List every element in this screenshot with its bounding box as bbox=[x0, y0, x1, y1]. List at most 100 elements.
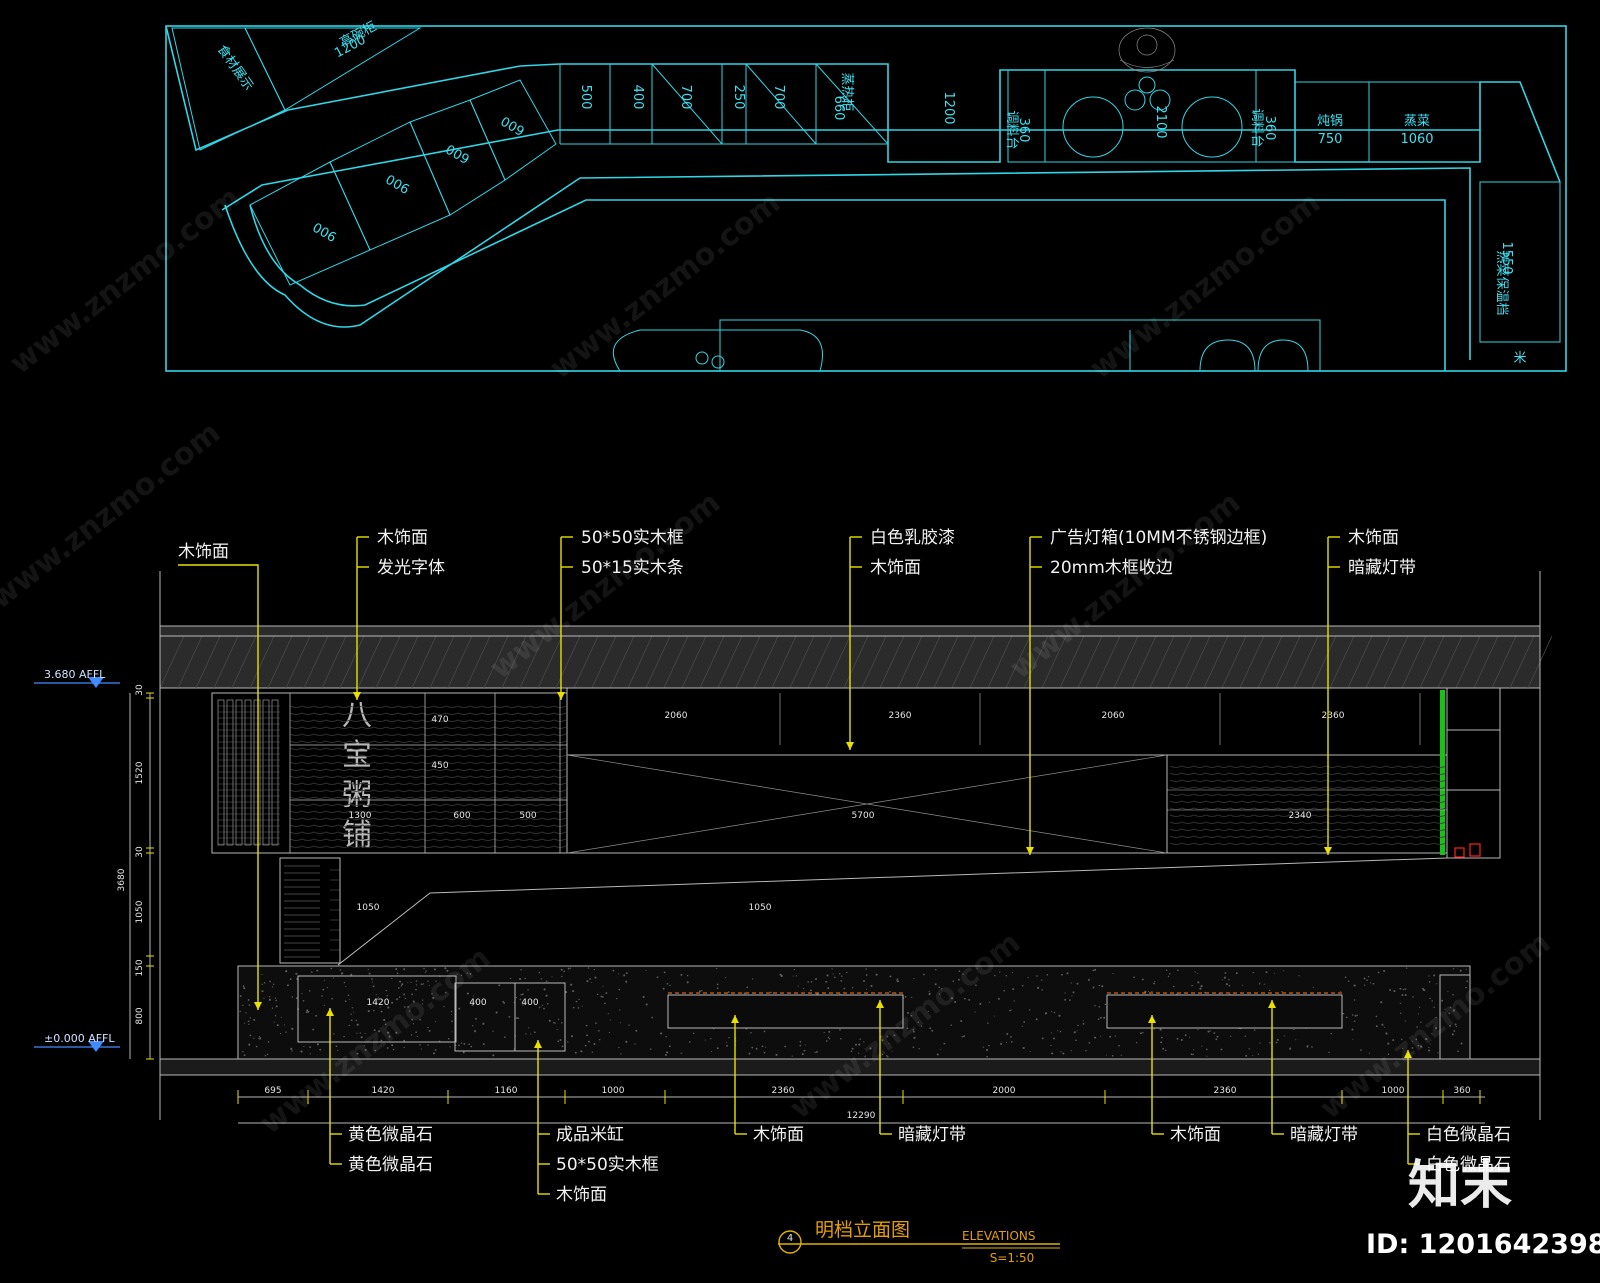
callout-c2-line-1: 50*15实木条 bbox=[581, 558, 684, 578]
plan-label-l1060n: 1060 bbox=[1400, 132, 1433, 147]
counter-curve bbox=[224, 167, 1471, 360]
sign-char-1: 八 bbox=[342, 698, 372, 733]
callout-b7-line-1: 白色微晶石 bbox=[1426, 1155, 1511, 1175]
sign-char-3: 粥 bbox=[342, 778, 372, 813]
plan-label-l660: 蒸热柜 bbox=[839, 72, 854, 111]
callouts: 木饰面发光字体50*50实木框50*15实木条白色乳胶漆木饰面广告灯箱(10MM… bbox=[178, 528, 1511, 1205]
counter-end-cap bbox=[1439, 974, 1471, 1060]
inner-dim-6: 2360 bbox=[1322, 711, 1345, 721]
callout-c5-line-0: 木饰面 bbox=[1348, 528, 1399, 548]
left-dim-3: 1050 bbox=[135, 900, 145, 923]
diag-3 bbox=[815, 63, 889, 145]
burner-left bbox=[1062, 96, 1124, 158]
diag-2 bbox=[745, 63, 817, 145]
burner-right bbox=[1181, 96, 1243, 158]
bottom-dim-0: 695 bbox=[264, 1086, 281, 1096]
callout-b6-line-0: 暗藏灯带 bbox=[1290, 1125, 1358, 1145]
title-number: 4 bbox=[787, 1233, 793, 1244]
plan-label-l1550n: 1550 bbox=[1499, 241, 1514, 274]
inner-dim-14: 450 bbox=[431, 761, 448, 771]
sink-dot-1 bbox=[695, 351, 709, 365]
counter-bottom-rect bbox=[719, 319, 1321, 372]
bottom-dim-3: 1000 bbox=[602, 1086, 625, 1096]
callout-left: 木饰面 bbox=[178, 542, 262, 1010]
burner-small-1 bbox=[1124, 89, 1146, 111]
cabinet-steam bbox=[1368, 81, 1481, 163]
plan-label-l750n: 750 bbox=[1318, 132, 1343, 147]
plan-label-l700a: 700 bbox=[678, 85, 693, 110]
plan-label-l500: 500 bbox=[578, 85, 593, 110]
plan-label-l360an: 360 bbox=[1016, 118, 1031, 143]
plan-label-l360b: 调料台 bbox=[1249, 108, 1264, 147]
left-dim-0: 30 bbox=[135, 684, 145, 696]
callout-c3-line-0: 白色乳胶漆 bbox=[870, 528, 955, 548]
lightbox-cross-2 bbox=[566, 754, 1168, 854]
column-slats bbox=[284, 865, 340, 958]
sink-bowl-1 bbox=[1199, 339, 1256, 372]
bottom-dim-7: 1000 bbox=[1382, 1086, 1405, 1096]
callout-b7-line-0: 白色微晶石 bbox=[1426, 1125, 1511, 1145]
inner-dim-5: 2060 bbox=[1102, 711, 1125, 721]
inner-dim-4: 2360 bbox=[889, 711, 912, 721]
counter-inner-curve bbox=[249, 199, 1446, 371]
hood-line bbox=[337, 857, 1448, 966]
level-bottom-label: ±0.000 AFFL bbox=[44, 1032, 115, 1045]
title-block: 4 明档立面图 ELEVATIONS S=1:50 bbox=[778, 1219, 1060, 1265]
slat-column bbox=[279, 857, 341, 964]
inner-dim-12: 1050 bbox=[357, 903, 380, 913]
callout-c4: 广告灯箱(10MM不锈钢边框)20mm木框收边 bbox=[1026, 528, 1267, 855]
inner-dim-2: 500 bbox=[519, 811, 536, 821]
callout-b1-line-1: 黄色微晶石 bbox=[348, 1155, 433, 1175]
red-marker-2 bbox=[1469, 843, 1481, 857]
sink-bowl-2 bbox=[1257, 339, 1309, 372]
plan-label-l660n: 660 bbox=[831, 96, 846, 121]
cabinet-tall bbox=[244, 27, 422, 111]
vertical-slats bbox=[217, 699, 280, 846]
callout-b4: 暗藏灯带 bbox=[876, 1000, 966, 1145]
green-strip bbox=[1440, 690, 1445, 855]
callout-b3-line-0: 木饰面 bbox=[753, 1125, 804, 1145]
callout-c3-line-1: 木饰面 bbox=[870, 558, 921, 578]
ceiling-hatch bbox=[159, 635, 1553, 689]
rice-bin-2 bbox=[514, 982, 566, 1052]
bottom-dim-4: 2360 bbox=[772, 1086, 795, 1096]
callout-c1-line-0: 木饰面 bbox=[377, 528, 428, 548]
inner-dim-7: 5700 bbox=[852, 811, 875, 821]
callout-b5-line-0: 木饰面 bbox=[1170, 1125, 1221, 1145]
sink-dot-2 bbox=[711, 355, 725, 369]
chef-figure bbox=[1118, 27, 1176, 73]
level-markers: 3.680 AFFL ±0.000 AFFL bbox=[34, 668, 120, 1052]
callout-b5: 木饰面 bbox=[1148, 1015, 1221, 1145]
logo-watermark: 知末 bbox=[1408, 1156, 1512, 1216]
plan-label-lmi: 米 bbox=[1513, 351, 1526, 366]
plan-label-l400: 400 bbox=[630, 85, 645, 110]
inner-dim-11: 400 bbox=[521, 998, 538, 1008]
inner-dim-8: 2340 bbox=[1289, 811, 1312, 821]
callout-b2-line-2: 木饰面 bbox=[556, 1185, 607, 1205]
inner-dim-9: 1420 bbox=[367, 998, 390, 1008]
callout-b1-line-0: 黄色微晶石 bbox=[348, 1125, 433, 1145]
burner-small-2 bbox=[1149, 89, 1171, 111]
inner-dim-10: 400 bbox=[469, 998, 486, 1008]
callout-c1-line-1: 发光字体 bbox=[377, 558, 445, 578]
plan-label-l2100: 2100 bbox=[1153, 105, 1168, 138]
cabinet-angled-4 bbox=[469, 79, 557, 181]
plan-label-l250: 250 bbox=[731, 85, 746, 110]
bottom-dim-2: 1160 bbox=[495, 1086, 518, 1096]
cabinet-hot-dishes bbox=[1479, 181, 1561, 343]
callout-b2-line-1: 50*50实木框 bbox=[556, 1155, 659, 1175]
callout-b4-line-0: 暗藏灯带 bbox=[898, 1125, 966, 1145]
callout-b6: 暗藏灯带 bbox=[1268, 1000, 1358, 1145]
shelf-right bbox=[1446, 687, 1501, 859]
left-dim-5: 800 bbox=[135, 1007, 145, 1024]
plan-label-l700b: 700 bbox=[771, 85, 786, 110]
id-watermark: ID: 1201642398 bbox=[1366, 1229, 1600, 1260]
